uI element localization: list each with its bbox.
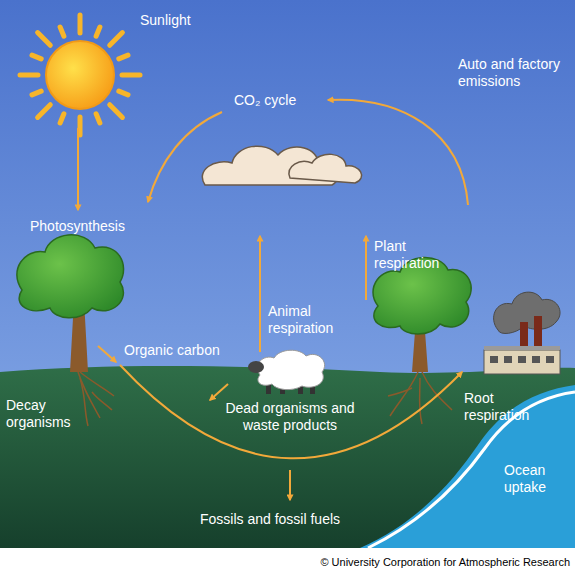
art-rect: [532, 356, 540, 363]
art-path: [257, 350, 324, 389]
art-g: [20, 15, 140, 135]
sun-ray: [38, 105, 51, 118]
animal-respiration-arrow: [259, 236, 261, 352]
footer-strip: [0, 548, 575, 575]
art-rect: [518, 356, 526, 363]
emission-arc: [328, 100, 468, 205]
tree-to-carbon-arrow: [98, 346, 116, 362]
art-rect: [504, 356, 512, 363]
organic-carbon-label: Organic carbon: [124, 342, 220, 359]
art-path: [92, 392, 112, 410]
art-path: [80, 372, 114, 396]
art-ellipse: [248, 361, 264, 373]
plant-respiration-label: Plant respiration: [374, 238, 454, 272]
art-rect: [490, 356, 498, 363]
sun-ray: [20, 73, 38, 78]
root-respiration-label: Root respiration: [464, 390, 554, 424]
ocean: [360, 385, 575, 548]
sun-ray: [60, 27, 64, 36]
sun: [20, 15, 140, 135]
art-rect: [546, 356, 554, 363]
art-path: [17, 235, 124, 318]
art-path: [80, 378, 88, 426]
sun-ray: [96, 27, 100, 36]
sunlight-arrow: [77, 128, 79, 210]
art-g: [490, 356, 554, 363]
sun-ray: [110, 105, 123, 118]
ground: [0, 366, 575, 548]
emissions-label: Auto and factory emissions: [458, 56, 563, 90]
art-g: [78, 372, 114, 426]
sun-ray: [119, 55, 128, 59]
sun-ray: [32, 91, 41, 95]
organic-carbon-arc: [120, 365, 462, 458]
sun-ray: [38, 33, 51, 46]
photosynthesis-label: Photosynthesis: [30, 218, 125, 235]
animal-respiration-label: Animal respiration: [268, 303, 348, 337]
sky: [0, 0, 575, 548]
art-circle: [46, 41, 114, 109]
co2-label: CO₂ cycle: [234, 92, 296, 109]
cloud: [202, 146, 361, 185]
ocean-label: Ocean uptake: [504, 462, 570, 496]
factory: [484, 292, 560, 374]
art-path: [484, 346, 560, 350]
art-g: [388, 372, 452, 424]
sun-ray: [119, 91, 128, 95]
sun-ray: [110, 33, 123, 46]
decay-label: Decay organisms: [6, 397, 78, 431]
fossils-label: Fossils and fossil fuels: [200, 511, 340, 528]
right-tree: [373, 257, 471, 424]
sheep: [248, 350, 325, 394]
sun-ray: [60, 114, 64, 123]
art-path: [388, 388, 412, 396]
sun-ray: [96, 114, 100, 123]
flow-arrows: [78, 100, 468, 500]
sun-ray: [32, 55, 41, 59]
co2-to-plants-arc: [148, 112, 222, 202]
art-path: [420, 378, 423, 424]
dead-organisms-label: Dead organisms and waste products: [215, 400, 365, 434]
art-path: [289, 154, 362, 183]
sun-ray: [78, 15, 83, 33]
art-rect: [484, 350, 560, 374]
fossil-arrow: [289, 470, 291, 500]
sun-ray: [122, 73, 140, 78]
sheep-to-dead-arrow: [210, 384, 228, 400]
copyright-label: © University Corporation for Atmospheric…: [320, 556, 570, 569]
sunlight-label: Sunlight: [140, 12, 191, 29]
plant-respiration-arrow: [365, 236, 367, 300]
